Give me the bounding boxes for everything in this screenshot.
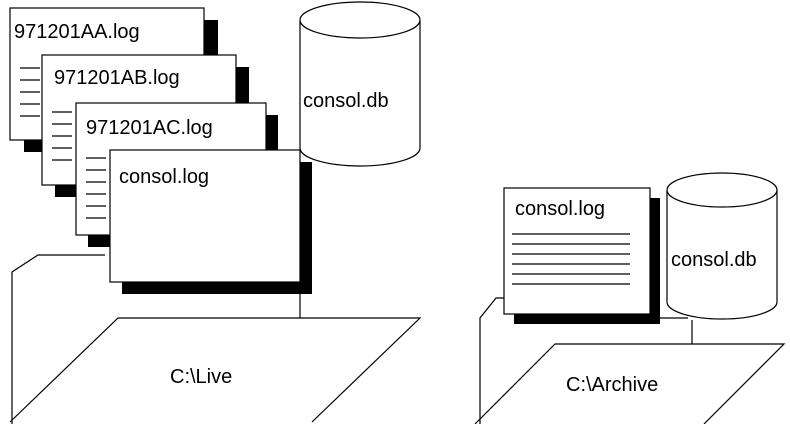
archive-folder-label: C:\Archive — [566, 374, 658, 396]
archive-folder-front — [474, 343, 786, 424]
live-folder-label: C:\Live — [170, 366, 232, 388]
log-file-consol-archive — [503, 187, 660, 324]
live-folder-back — [11, 254, 105, 424]
database-live-label: consol.db — [303, 90, 389, 112]
log-file-consol-live — [109, 149, 312, 294]
database-cylinder-live — [299, 1, 421, 167]
database-archive-label: consol.db — [671, 249, 757, 271]
archive-folder-back — [479, 297, 510, 424]
log-file-971201AA-label: 971201AA.log — [14, 21, 140, 43]
log-file-971201AC-label: 971201AC.log — [86, 117, 213, 139]
text-lines — [20, 67, 40, 117]
text-lines — [512, 233, 630, 285]
log-file-971201AB-label: 971201AB.log — [54, 67, 180, 89]
log-file-consol-live-label: consol.log — [119, 166, 209, 188]
live-folder-front — [9, 317, 422, 423]
text-lines — [86, 157, 106, 219]
text-lines — [52, 111, 72, 161]
database-cylinder-archive — [666, 172, 778, 320]
live-folder — [9, 254, 422, 424]
log-file-consol-archive-label: consol.log — [515, 198, 605, 220]
